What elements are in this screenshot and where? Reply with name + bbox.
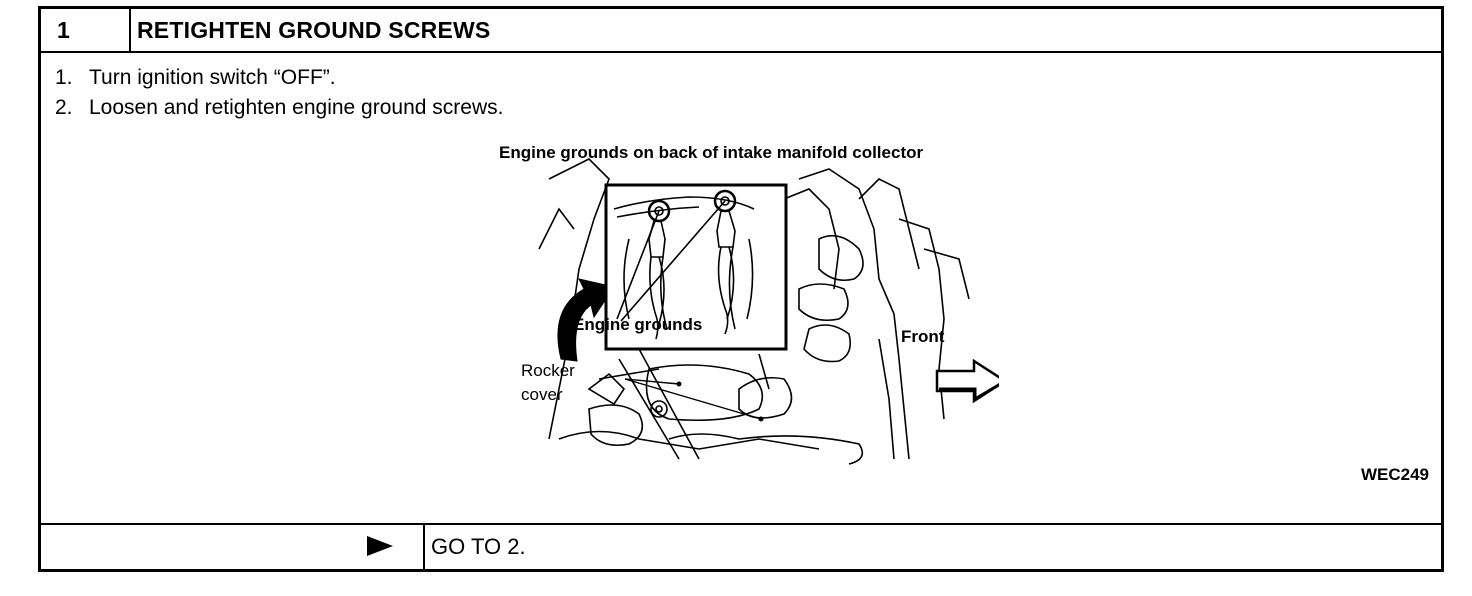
arrow-cell [41,525,425,569]
step-number: 1 [41,9,131,51]
instruction-item: 2. Loosen and retighten engine ground scr… [55,93,503,123]
instruction-number: 1. [55,66,73,89]
instruction-item: 1. Turn ignition switch “OFF”. [55,63,503,93]
engine-grounds-label: Engine grounds [573,315,703,334]
engine-illustration [538,158,999,465]
step-title: RETIGHTEN GROUND SCREWS [137,17,491,43]
instruction-number: 2. [55,96,73,119]
step-header: 1 RETIGHTEN GROUND SCREWS [41,9,1441,53]
right-triangle-icon [367,536,393,556]
instruction-text: Loosen and retighten engine ground screw… [89,96,504,119]
figure-caption: Engine grounds on back of intake manifol… [499,143,924,162]
procedure-table: 1 RETIGHTEN GROUND SCREWS 1. Turn ignitio… [38,6,1444,572]
rocker-label: Rocker [521,361,575,380]
go-to-link[interactable]: GO TO 2. [431,534,526,559]
figure-reference: WEC249 [1360,465,1429,484]
instruction-list: 1. Turn ignition switch “OFF”. 2. Loosen a… [55,63,503,123]
instruction-text: Turn ignition switch “OFF”. [89,66,336,89]
cover-label: cover [521,385,563,404]
step-footer: GO TO 2. [41,523,1441,569]
front-label: Front [901,327,945,346]
